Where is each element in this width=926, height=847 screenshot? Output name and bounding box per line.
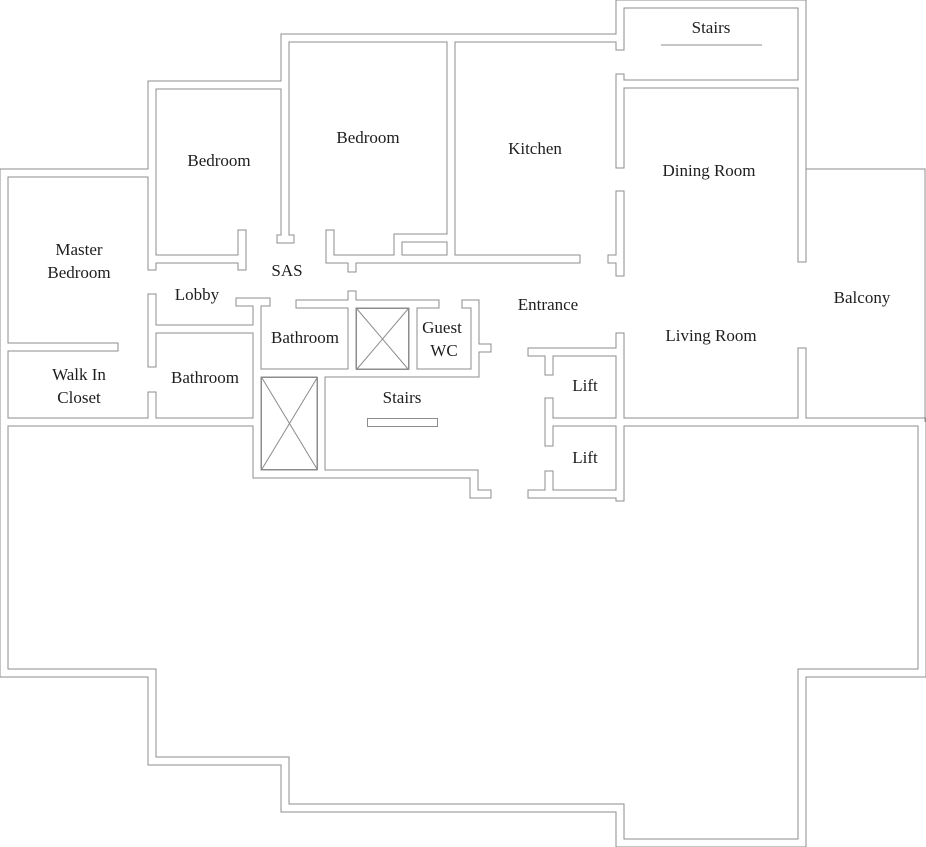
stairs-center-rail — [367, 418, 438, 427]
room-label-sas: SAS — [271, 261, 302, 280]
room-label-dining-room: Dining Room — [662, 161, 755, 180]
room-label-bathroom-center: Bathroom — [271, 328, 339, 347]
room-label-guest-wc-1: Guest — [422, 318, 462, 337]
room-label-bedroom-1: Bedroom — [187, 151, 250, 170]
elevator-shaft-2 — [261, 377, 318, 470]
room-label-kitchen: Kitchen — [508, 139, 562, 158]
room-label-lobby: Lobby — [175, 285, 220, 304]
room-label-lift-1: Lift — [572, 376, 598, 395]
room-label-walk-in-closet-2: Closet — [57, 388, 101, 407]
room-label-living-room: Living Room — [665, 326, 756, 345]
room-label-guest-wc-2: WC — [430, 341, 457, 360]
balcony-outline — [806, 168, 926, 422]
room-label-stairs-center: Stairs — [383, 388, 422, 407]
walls — [4, 4, 922, 843]
room-label-stairs-top: Stairs — [692, 18, 731, 37]
room-label-master-bedroom-2: Bedroom — [47, 263, 110, 282]
room-label-bathroom-left: Bathroom — [171, 368, 239, 387]
room-label-walk-in-closet-1: Walk In — [52, 365, 106, 384]
room-label-bedroom-2: Bedroom — [336, 128, 399, 147]
room-label-balcony: Balcony — [834, 288, 891, 307]
room-label-master-bedroom-1: Master — [55, 240, 103, 259]
elevator-shaft-1 — [356, 308, 409, 370]
room-label-entrance: Entrance — [518, 295, 578, 314]
room-label-lift-2: Lift — [572, 448, 598, 467]
